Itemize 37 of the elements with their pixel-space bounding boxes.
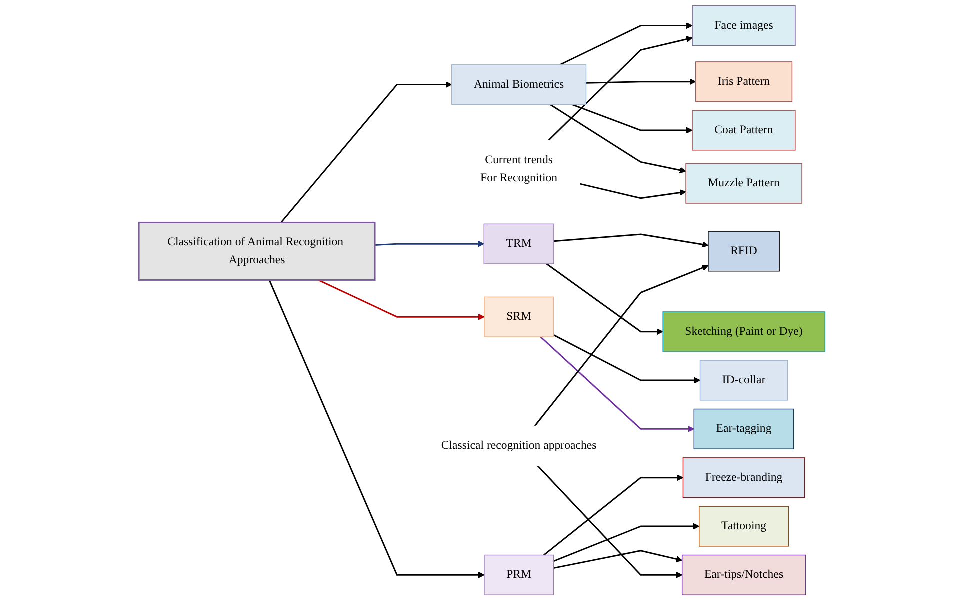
node-box: ID-collar xyxy=(700,360,788,401)
node-box: PRM xyxy=(484,554,554,596)
arrow xyxy=(268,280,485,578)
node-box: Ear-tagging xyxy=(694,408,794,450)
arrow xyxy=(280,82,452,224)
arrow xyxy=(546,263,664,336)
arrow xyxy=(580,183,686,200)
node-box: RFID xyxy=(708,231,780,272)
arrow xyxy=(560,22,693,66)
node-box: Tattooing xyxy=(698,506,790,547)
node-text: Classical recognition approaches xyxy=(441,440,597,452)
node-box: SRM xyxy=(484,296,554,338)
arrow xyxy=(544,474,684,556)
arrow xyxy=(553,523,700,562)
arrow xyxy=(537,466,683,578)
arrow xyxy=(318,280,485,320)
node-box: Muzzle Pattern xyxy=(686,163,802,204)
node-box: Classification of Animal Recognition Approaches xyxy=(138,222,376,281)
arrow xyxy=(586,78,696,86)
node-box: Face images xyxy=(692,6,796,46)
arrow xyxy=(540,336,694,432)
node-box: Animal Biometrics xyxy=(452,64,587,106)
arrow xyxy=(548,36,693,142)
node-box: Freeze-branding xyxy=(682,458,806,498)
arrow xyxy=(375,240,484,248)
node-box: TRM xyxy=(484,224,554,264)
arrow xyxy=(553,334,701,384)
node-box: Ear-tips/Notches xyxy=(682,554,806,596)
arrow xyxy=(553,550,683,569)
node-box: Iris Pattern xyxy=(695,62,793,102)
node-text: Current trends For Recognition xyxy=(480,154,558,184)
arrow xyxy=(572,104,693,134)
node-box: Coat Pattern xyxy=(692,110,796,151)
arrow xyxy=(554,234,709,248)
node-box: Sketching (Paint or Dye) xyxy=(662,312,826,352)
arrow xyxy=(534,264,709,427)
arrow xyxy=(550,104,686,174)
